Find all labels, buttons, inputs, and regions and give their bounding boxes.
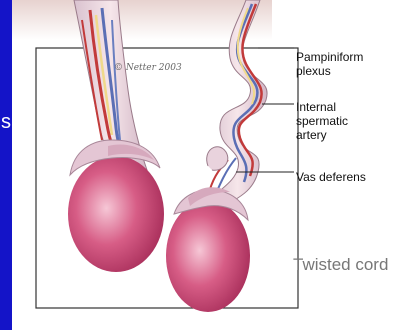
label-vas-deferens: Vas deferens xyxy=(296,170,366,184)
artist-signature: © Netter 2003 xyxy=(114,63,182,73)
torsed-testis xyxy=(166,187,250,312)
caption-twisted-cord: Twisted cord xyxy=(293,255,388,275)
clipped-left-text: s xyxy=(1,110,12,134)
normal-testis xyxy=(68,140,164,272)
label-pampiniform-plexus: Pampiniform plexus xyxy=(296,50,363,78)
label-internal-spermatic-artery: Internal spermatic artery xyxy=(296,100,348,142)
